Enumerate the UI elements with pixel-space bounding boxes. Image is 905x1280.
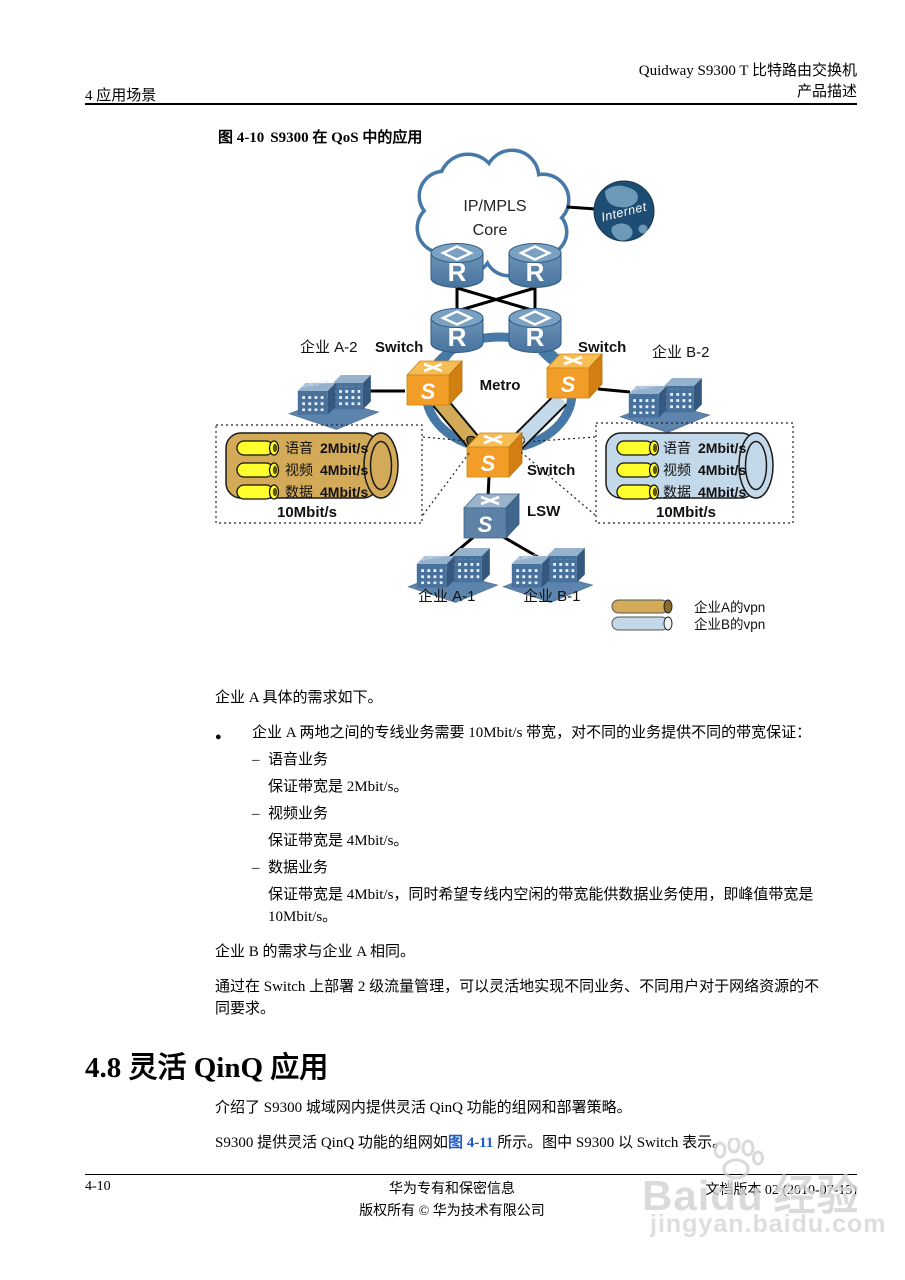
sub-item-title: 视频业务 xyxy=(268,806,329,822)
service-data: 数据 xyxy=(285,484,313,500)
bw-voice: 2Mbit/s xyxy=(320,440,368,456)
legend-label-vpn-b: 企业B的vpn xyxy=(694,616,765,632)
cloud-label-line1: IP/MPLS xyxy=(463,198,526,215)
label-switch-center: Switch xyxy=(527,462,575,479)
watermark-url: jingyan.baidu.com xyxy=(650,1210,887,1238)
link-cloud-internet xyxy=(566,205,597,211)
header-product: Quidway S9300 T 比特路由交换机 产品描述 xyxy=(455,61,857,103)
router-icon xyxy=(507,242,563,289)
service-data: 数据 xyxy=(663,484,691,500)
router-icon xyxy=(507,307,563,354)
list-item: – 视频业务 保证带宽是 4Mbit/s。 xyxy=(252,803,821,852)
service-video: 视频 xyxy=(663,462,691,478)
footer-rule xyxy=(85,1174,857,1175)
paragraph-text: S9300 提供灵活 QinQ 功能的组网如 xyxy=(215,1135,448,1151)
router-icon xyxy=(429,307,485,354)
pipe-detail-box-a: 语音 2Mbit/s 视频 4Mbit/s 数据 4Mbit/s 10Mbit/… xyxy=(215,424,423,524)
bullet-body: 企业 A 两地之间的专线业务需要 10Mbit/s 带宽，对不同的业务提供不同的… xyxy=(252,722,821,928)
building-enterprise-a2 xyxy=(288,374,380,431)
label-enterprise-a1: 企业 A-1 xyxy=(418,587,476,605)
bullet-icon: ● xyxy=(215,731,222,743)
sub-pipe-video xyxy=(236,462,280,478)
total-bandwidth: 10Mbit/s xyxy=(656,504,716,521)
label-enterprise-b1: 企业 B-1 xyxy=(523,587,581,605)
body-text: 企业 A 具体的需求如下。 ● 企业 A 两地之间的专线业务需要 10Mbit/… xyxy=(215,687,821,1033)
list-item: – 数据业务 保证带宽是 4Mbit/s，同时希望专线内空闲的带宽能供数据业务使… xyxy=(252,857,821,928)
sub-item-title: 语音业务 xyxy=(268,752,329,768)
switch-icon-left xyxy=(405,359,464,407)
section-body: 介绍了 S9300 城域网内提供灵活 QinQ 功能的组网和部署策略。 S930… xyxy=(215,1097,860,1167)
bw-data: 4Mbit/s xyxy=(698,484,746,500)
label-lsw: LSW xyxy=(527,503,561,520)
sub-pipe-video xyxy=(616,462,660,478)
footer-doc-version: 文档版本 02 (2010-07-15) xyxy=(705,1183,857,1198)
service-voice: 语音 xyxy=(663,440,691,456)
bw-voice: 2Mbit/s xyxy=(698,440,746,456)
router-mesh-links xyxy=(455,286,537,313)
header-product-line2: 产品描述 xyxy=(796,84,857,100)
bw-video: 4Mbit/s xyxy=(320,462,368,478)
footer-copyright-line: 版权所有 © 华为技术有限公司 xyxy=(359,1204,545,1219)
header-product-line1: Quidway S9300 T 比特路由交换机 xyxy=(638,63,857,79)
sub-item-desc: 保证带宽是 4Mbit/s。 xyxy=(268,833,409,849)
label-enterprise-a2: 企业 A-2 xyxy=(300,338,358,356)
switch-icon-center xyxy=(465,431,524,479)
list-item: – 语音业务 保证带宽是 2Mbit/s。 xyxy=(252,749,821,798)
dash-icon: – xyxy=(252,860,260,876)
label-metro: Metro xyxy=(480,377,521,394)
footer-confidential: 华为专有和保密信息 xyxy=(389,1182,515,1197)
figure-4-11-link[interactable]: 图 4-11 xyxy=(447,1135,494,1151)
total-bandwidth: 10Mbit/s xyxy=(277,504,337,521)
figure-title: S9300 在 QoS 中的应用 xyxy=(270,130,423,146)
bullet-item: ● 企业 A 两地之间的专线业务需要 10Mbit/s 带宽，对不同的业务提供不… xyxy=(215,722,821,928)
sub-item-title: 数据业务 xyxy=(268,860,329,876)
network-diagram: R S S xyxy=(215,148,794,632)
dash-icon: – xyxy=(252,806,260,822)
figure-label: 图 4-10 xyxy=(218,130,265,146)
paragraph: 企业 A 具体的需求如下。 xyxy=(215,690,383,706)
footer-page-number: 4-10 xyxy=(85,1179,111,1194)
callout-lines xyxy=(422,436,596,516)
dash-icon: – xyxy=(252,752,260,768)
lsw-icon xyxy=(462,492,521,540)
paragraph: 介绍了 S9300 城域网内提供灵活 QinQ 功能的组网和部署策略。 xyxy=(215,1100,632,1116)
switch-icon-right xyxy=(545,352,604,400)
pipe-detail-box-b: 语音 2Mbit/s 视频 4Mbit/s 数据 4Mbit/s 10Mbit/… xyxy=(595,422,794,524)
paragraph-text: 所示。图中 S9300 以 Switch 表示。 xyxy=(493,1135,728,1151)
section-heading: 4.8 灵活 QinQ 应用 xyxy=(85,1052,329,1084)
sub-pipe-data xyxy=(616,484,660,500)
paragraph: 通过在 Switch 上部署 2 级流量管理，可以灵活地实现不同业务、不同用户对… xyxy=(215,979,820,1017)
service-voice: 语音 xyxy=(285,440,313,456)
router-icon xyxy=(429,242,485,289)
label-enterprise-b2: 企业 B-2 xyxy=(652,343,710,361)
legend: 企业A的vpn 企业B的vpn xyxy=(611,599,765,632)
header-chapter: 4 应用场景 xyxy=(85,88,157,104)
building-enterprise-b2 xyxy=(619,377,711,434)
footer-copyright: 华为专有和保密信息 版权所有 © 华为技术有限公司 xyxy=(252,1179,652,1223)
paragraph: 企业 B 的需求与企业 A 相同。 xyxy=(215,944,416,960)
paragraph: S9300 提供灵活 QinQ 功能的组网如图 4-11 所示。图中 S9300… xyxy=(215,1132,860,1154)
cloud-label-line2: Core xyxy=(473,222,508,239)
bw-data: 4Mbit/s xyxy=(320,484,368,500)
label-switch-left: Switch xyxy=(375,339,423,356)
sub-item-desc: 保证带宽是 4Mbit/s，同时希望专线内空闲的带宽能供数据业务使用，即峰值带宽… xyxy=(268,887,814,925)
bw-video: 4Mbit/s xyxy=(698,462,746,478)
legend-label-vpn-a: 企业A的vpn xyxy=(694,599,765,615)
sub-pipe-voice xyxy=(616,440,660,456)
sub-pipe-voice xyxy=(236,440,280,456)
service-video: 视频 xyxy=(285,462,313,478)
figure-caption: 图 4-10 S9300 在 QoS 中的应用 xyxy=(218,126,422,147)
header-rule xyxy=(85,103,857,105)
label-switch-right: Switch xyxy=(578,339,626,356)
sub-item-desc: 保证带宽是 2Mbit/s。 xyxy=(268,779,409,795)
sub-pipe-data xyxy=(236,484,280,500)
internet-globe-icon: Internet xyxy=(593,180,655,242)
bullet-text: 企业 A 两地之间的专线业务需要 10Mbit/s 带宽，对不同的业务提供不同的… xyxy=(252,725,812,741)
